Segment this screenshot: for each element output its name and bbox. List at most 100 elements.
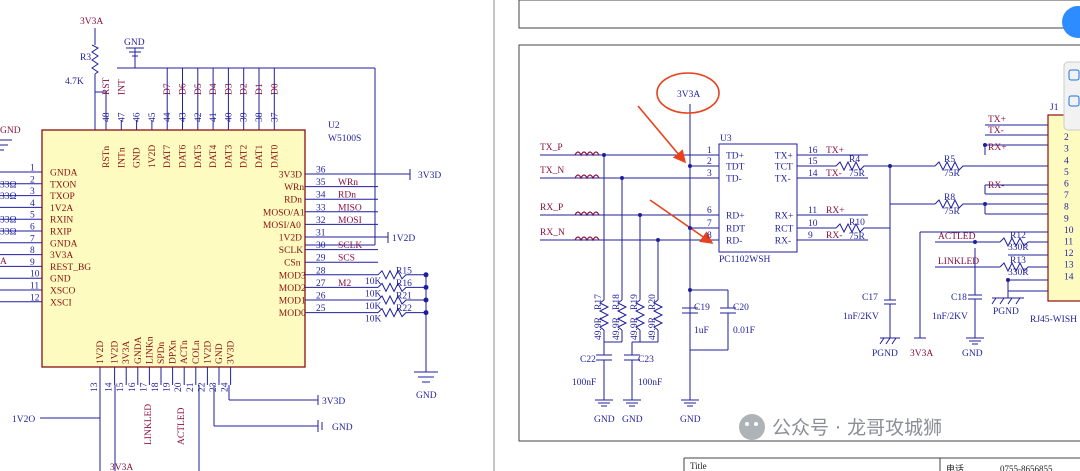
junction-dot <box>602 153 606 157</box>
u3-out-pin-name: RX+ <box>775 212 794 222</box>
u3-out-pin-name: RX- <box>775 237 791 247</box>
top-net-label: D1 <box>255 83 265 95</box>
mod-resistor <box>377 294 426 306</box>
top-pin-number: 47 <box>117 112 127 122</box>
right-pin-name: 3V3D <box>279 171 302 181</box>
right-pin-name: MOSI/A0 <box>263 221 301 231</box>
right-pin-net: MISO <box>338 203 362 213</box>
pgnd-symbol <box>879 337 885 345</box>
j1-pin-number: 11 <box>1064 238 1073 248</box>
r4-value: 75R <box>849 169 866 179</box>
u3-in-pin-name: RDT <box>726 225 745 235</box>
left-pin-number: 11 <box>30 282 39 292</box>
junction-dot <box>688 164 692 168</box>
pgnd-symbol <box>891 337 897 345</box>
u3-out-pin-name: TCT <box>775 163 793 173</box>
watermark: 公众号 · 龙哥攻城狮 <box>739 414 942 440</box>
power-label-3v3a-top: 3V3A <box>80 17 103 27</box>
bottom-pin-number: 22 <box>197 382 207 392</box>
bottom-pin-name: GND <box>215 343 225 364</box>
u3-output-net: TX- <box>826 169 842 179</box>
left-schematic <box>0 28 438 471</box>
top-pin-number: 46 <box>133 112 143 122</box>
right-schematic <box>540 104 1080 407</box>
right-labels: 3V3A U3 PC1102WSH J1 RJ45-WISH C19 1uF C… <box>572 90 1077 388</box>
bottom-pin-number: 23 <box>209 382 219 392</box>
right-pin-number: 26 <box>316 292 326 302</box>
junction-dot <box>656 238 660 242</box>
right-pin-net: SCLK <box>338 241 362 251</box>
u2-ref: U2 <box>328 121 340 131</box>
translate-icon <box>1068 69 1080 81</box>
c22-value: 100nF <box>572 378 596 388</box>
u3-out-pin-number: 16 <box>808 146 818 156</box>
side-widget[interactable] <box>1062 6 1080 131</box>
top-pin-name: DAT2 <box>240 145 250 168</box>
r8-ref: R8 <box>944 193 955 203</box>
mod-resistor-value: 10K <box>365 289 382 299</box>
top-pin-number: 38 <box>255 112 265 122</box>
bottom-pin-number: 19 <box>163 382 173 392</box>
top-pin-name: GND <box>133 147 143 168</box>
bias-res-value: 49.9R <box>648 316 658 340</box>
net-tx-minus: TX- <box>988 126 1004 136</box>
u3-input-net-label: TX_P <box>540 143 563 153</box>
left-pin-number: 6 <box>30 223 35 233</box>
r4-ref: R4 <box>849 155 860 165</box>
u3-out-pin-name: TX- <box>775 175 791 185</box>
right-pin-name: CSn <box>284 259 301 269</box>
junction-dot <box>638 213 642 217</box>
u3-in-pin-number: 1 <box>707 146 712 156</box>
top-net-label: D5 <box>194 83 204 95</box>
top-pin-name: RSTn <box>102 146 112 168</box>
highlight-3v3a: 3V3A <box>677 90 700 100</box>
top-net-label: RST <box>102 77 112 95</box>
j1-pin-number: 4 <box>1064 156 1069 166</box>
left-pin-name: RXIP <box>50 228 72 238</box>
c17-ref: C17 <box>862 293 878 303</box>
net-rx-plus: RX+ <box>988 143 1007 153</box>
left-pin-number: 10 <box>30 270 40 280</box>
right-pin-name: SCLK <box>279 246 303 256</box>
u3-in-pin-number: 7 <box>707 219 712 229</box>
c19-value: 1uF <box>694 326 709 336</box>
top-pin-number: 45 <box>148 112 158 122</box>
junction-dot <box>888 164 892 168</box>
linkled-net: LINKLED <box>938 257 979 267</box>
right-pin-number: 29 <box>316 254 326 264</box>
left-pin-name: XSCI <box>50 298 72 308</box>
junction-dot <box>620 176 624 180</box>
top-pin-name: 1V2D <box>148 145 158 168</box>
right-pin-net: M2 <box>338 279 351 289</box>
left-pin-resistor: 33Ω <box>0 228 17 238</box>
top-net-label: D2 <box>240 83 250 95</box>
top-pin-number: 43 <box>179 112 189 122</box>
right-pin-texts: 1TD+TX_P2TDT3TD-TX_N6RD+RX_P7RDT8RD-RX_N… <box>540 122 1074 426</box>
bottom-pin-number: 15 <box>116 382 126 392</box>
annotation <box>637 72 720 244</box>
left-pin-name: TXON <box>50 180 77 190</box>
bottom-pin-name: 3V3D <box>227 341 237 364</box>
right-pin-name: MOD3 <box>279 271 306 281</box>
top-pin-number: 42 <box>194 112 204 122</box>
bottom-pin-name: ACTn <box>180 340 190 364</box>
junction-dot <box>983 202 987 206</box>
wechat-icon-eye-right <box>754 422 758 426</box>
c20-ref: C20 <box>733 303 749 313</box>
bias-res-ref: R20 <box>648 294 658 310</box>
j1-pin-number: 9 <box>1064 214 1069 224</box>
bottom-pin-number: 20 <box>174 382 184 392</box>
left-pin-name: GND <box>50 275 71 285</box>
r5-ref: R5 <box>944 155 955 165</box>
u3-out-pin-number: 11 <box>808 206 817 216</box>
top-net-label: D6 <box>179 83 189 95</box>
bias-res-value: 49.9R <box>594 316 604 340</box>
mod-resistor <box>377 282 426 293</box>
left-pin-name: REST_BG <box>50 263 91 273</box>
gnd-label: GND <box>594 415 615 425</box>
bottom-pin-number: 18 <box>151 382 161 392</box>
top-pin-name: DAT3 <box>224 145 234 168</box>
r10-ref: R10 <box>849 218 865 228</box>
u3-output-net: TX+ <box>826 146 844 156</box>
